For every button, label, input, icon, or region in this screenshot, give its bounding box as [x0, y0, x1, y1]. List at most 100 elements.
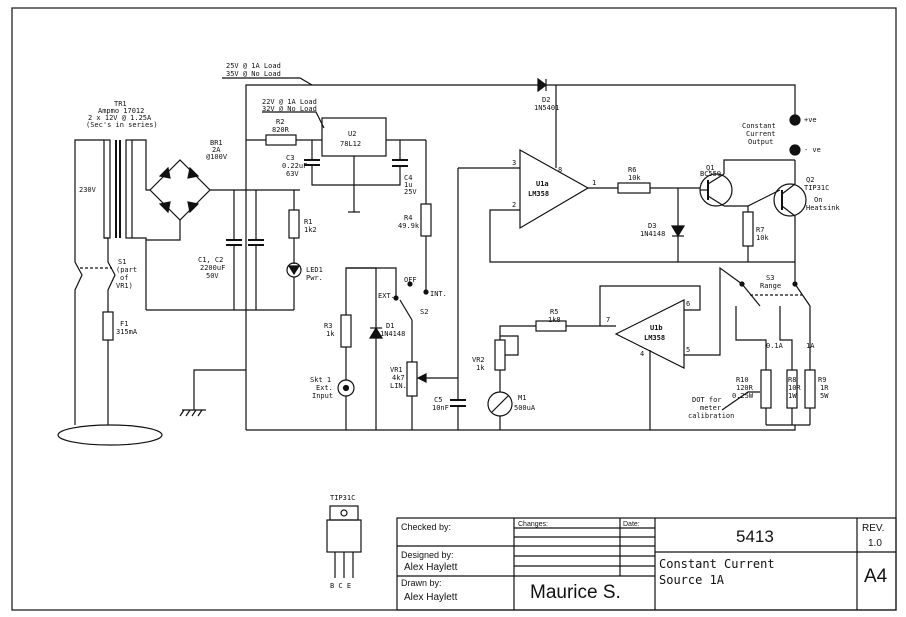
vr2-wiper	[500, 335, 519, 356]
q2-emitter	[781, 205, 796, 217]
skt1-line2: Ext.	[316, 384, 333, 392]
s2-blade	[399, 299, 413, 321]
s1-line2: of	[120, 274, 128, 282]
drawn-by: Alex Haylett	[404, 592, 458, 603]
tr1-line3: (Sec's in series)	[86, 121, 158, 129]
c3-ref: C3	[286, 154, 294, 162]
vr2-ref: VR2	[472, 356, 485, 364]
pot-vr2	[494, 339, 506, 371]
sot-note-3: calibration	[688, 412, 734, 420]
u1a-pin-supply: 8	[558, 166, 562, 174]
f1-value: 315mA	[116, 328, 138, 336]
r10-ref: R10	[736, 376, 749, 384]
resistor-r10	[760, 369, 772, 409]
output-terminal-positive[interactable]	[789, 114, 801, 126]
br1-line1: 2A	[212, 146, 221, 154]
mains-plug	[57, 424, 163, 446]
r10-line1: 120R	[736, 384, 754, 392]
br1-d3	[158, 201, 171, 214]
tr1-line2: 2 x 12V @ 1.25A	[88, 114, 152, 122]
wire-supply-note-pointer	[222, 77, 313, 86]
r10-line2: 0.25W	[732, 392, 754, 400]
wire-ground-rail	[246, 425, 796, 431]
socket-skt1-pin	[342, 384, 350, 392]
rev-value: 1.0	[868, 538, 882, 549]
drawing-title-1: Constant Current	[659, 557, 775, 571]
br1-d1	[158, 166, 171, 179]
u1b-ref: U1b	[650, 324, 663, 332]
u1a-pin-plus: 3	[512, 159, 516, 167]
vr1-ref: VR1	[390, 366, 403, 374]
r3-ref: R3	[324, 322, 332, 330]
vr1-line2: LIN.	[390, 382, 407, 390]
u1b-pin-minus: 6	[686, 300, 690, 308]
d1-ref: D1	[386, 322, 394, 330]
output-neg: - ve	[804, 146, 821, 154]
u2-ref: U2	[348, 130, 356, 138]
s2-ext: EXT.	[378, 292, 395, 300]
wire-sec-bot	[132, 237, 147, 310]
s3-label: Range	[760, 282, 781, 290]
bridge-br1	[149, 159, 211, 221]
wire-main-positive	[245, 84, 796, 188]
tr1-primary	[103, 139, 111, 239]
mains-voltage: 230V	[79, 186, 97, 194]
s2-off-contact	[407, 281, 413, 287]
skt1-line1: Skt 1	[310, 376, 331, 384]
tip31c-hole	[340, 509, 348, 517]
title-block	[396, 517, 897, 611]
r7-ref: R7	[756, 226, 764, 234]
opamp-u1a	[519, 148, 590, 230]
led1-value: Pwr.	[306, 274, 323, 282]
c3-line2: 63V	[286, 170, 299, 178]
c1c2-ref: C1, C2	[198, 256, 223, 264]
output-line2: Current	[746, 130, 776, 138]
r2-value: 820R	[272, 126, 290, 134]
tip31c-tab	[329, 505, 359, 521]
supply-note-1: 25V @ 1A Load	[226, 62, 281, 70]
resistor-r9	[804, 369, 816, 409]
u1b-pin-gnd: 4	[640, 350, 644, 358]
led1-triangle	[287, 265, 301, 276]
resistor-r1	[288, 209, 300, 239]
c5-ref: C5	[434, 396, 442, 404]
wire-s3-b	[779, 306, 793, 370]
drawn-by-label: Drawn by:	[401, 578, 442, 588]
meter-m1-needle	[491, 395, 509, 413]
m1-ref: M1	[518, 394, 526, 402]
vr2-value: 1k	[476, 364, 485, 372]
q2-ref: Q2	[806, 176, 814, 184]
r5-value: 1k8	[548, 316, 561, 324]
f1-ref: F1	[120, 320, 128, 328]
r1-value: 1k2	[304, 226, 317, 234]
d2-value: 1N5401	[534, 104, 559, 112]
q2-value: TIP31C	[804, 184, 829, 192]
q1-emitter	[707, 173, 725, 185]
q1-collector	[707, 195, 725, 207]
d3-value: 1N4148	[640, 230, 665, 238]
tip31c-title: TIP31C	[330, 494, 355, 502]
wire-c4-bot	[354, 166, 401, 186]
u1b-pin-plus: 5	[686, 346, 690, 354]
wire-s3-a	[735, 306, 767, 370]
wire-sec-top	[132, 139, 150, 191]
br1-d4	[187, 201, 200, 214]
r8-line2: 1W	[788, 392, 797, 400]
output-terminal-negative[interactable]	[789, 144, 801, 156]
tr1-line1: Ampmo 17012	[98, 107, 144, 115]
wire-mains-n-upper	[104, 237, 116, 312]
u1a-pin-out: 1	[592, 179, 596, 187]
u1b-value: LM358	[644, 334, 665, 342]
c4-line2: 25V	[404, 188, 417, 196]
chassis-ground-t4	[197, 409, 203, 417]
r2-ref: R2	[276, 118, 284, 126]
s1-line1: (part	[116, 266, 137, 274]
s2-off: OFF	[404, 276, 417, 284]
d1-value: 1N4148	[380, 330, 405, 338]
m1-value: 500uA	[514, 404, 536, 412]
c1c2-line2: 50V	[206, 272, 219, 280]
br1-ref: BR1	[210, 139, 223, 147]
q2-collector	[781, 183, 796, 195]
changes-label: Changes:	[518, 521, 548, 528]
c3-line1: 0.22uF	[282, 162, 307, 170]
